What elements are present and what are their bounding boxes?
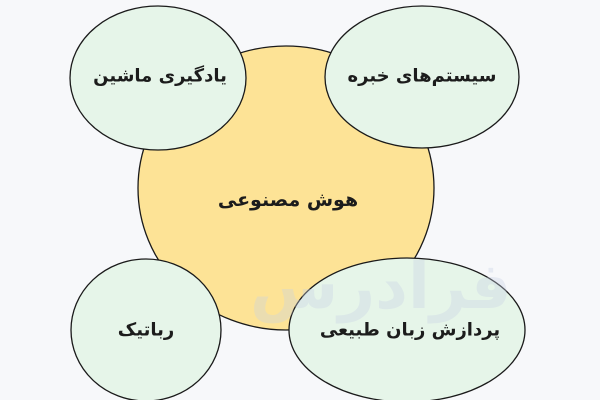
watermark-text: فرادرس: [250, 250, 512, 324]
satellite-node-nlp: [288, 257, 526, 400]
center-label: هوش مصنوعی: [217, 189, 359, 211]
satellite-node-robotics: [70, 258, 222, 400]
satellite-node-machine-learning: [69, 5, 247, 151]
satellite-node-expert-systems: [324, 5, 520, 149]
satellite-label-expert-systems: سیستم‌های خبره: [347, 65, 497, 87]
satellite-label-robotics: رباتیک: [117, 319, 175, 341]
satellite-label-nlp: پردازش زبان طبیعی: [319, 319, 501, 341]
satellite-label-machine-learning: یادگیری ماشین: [93, 65, 227, 87]
